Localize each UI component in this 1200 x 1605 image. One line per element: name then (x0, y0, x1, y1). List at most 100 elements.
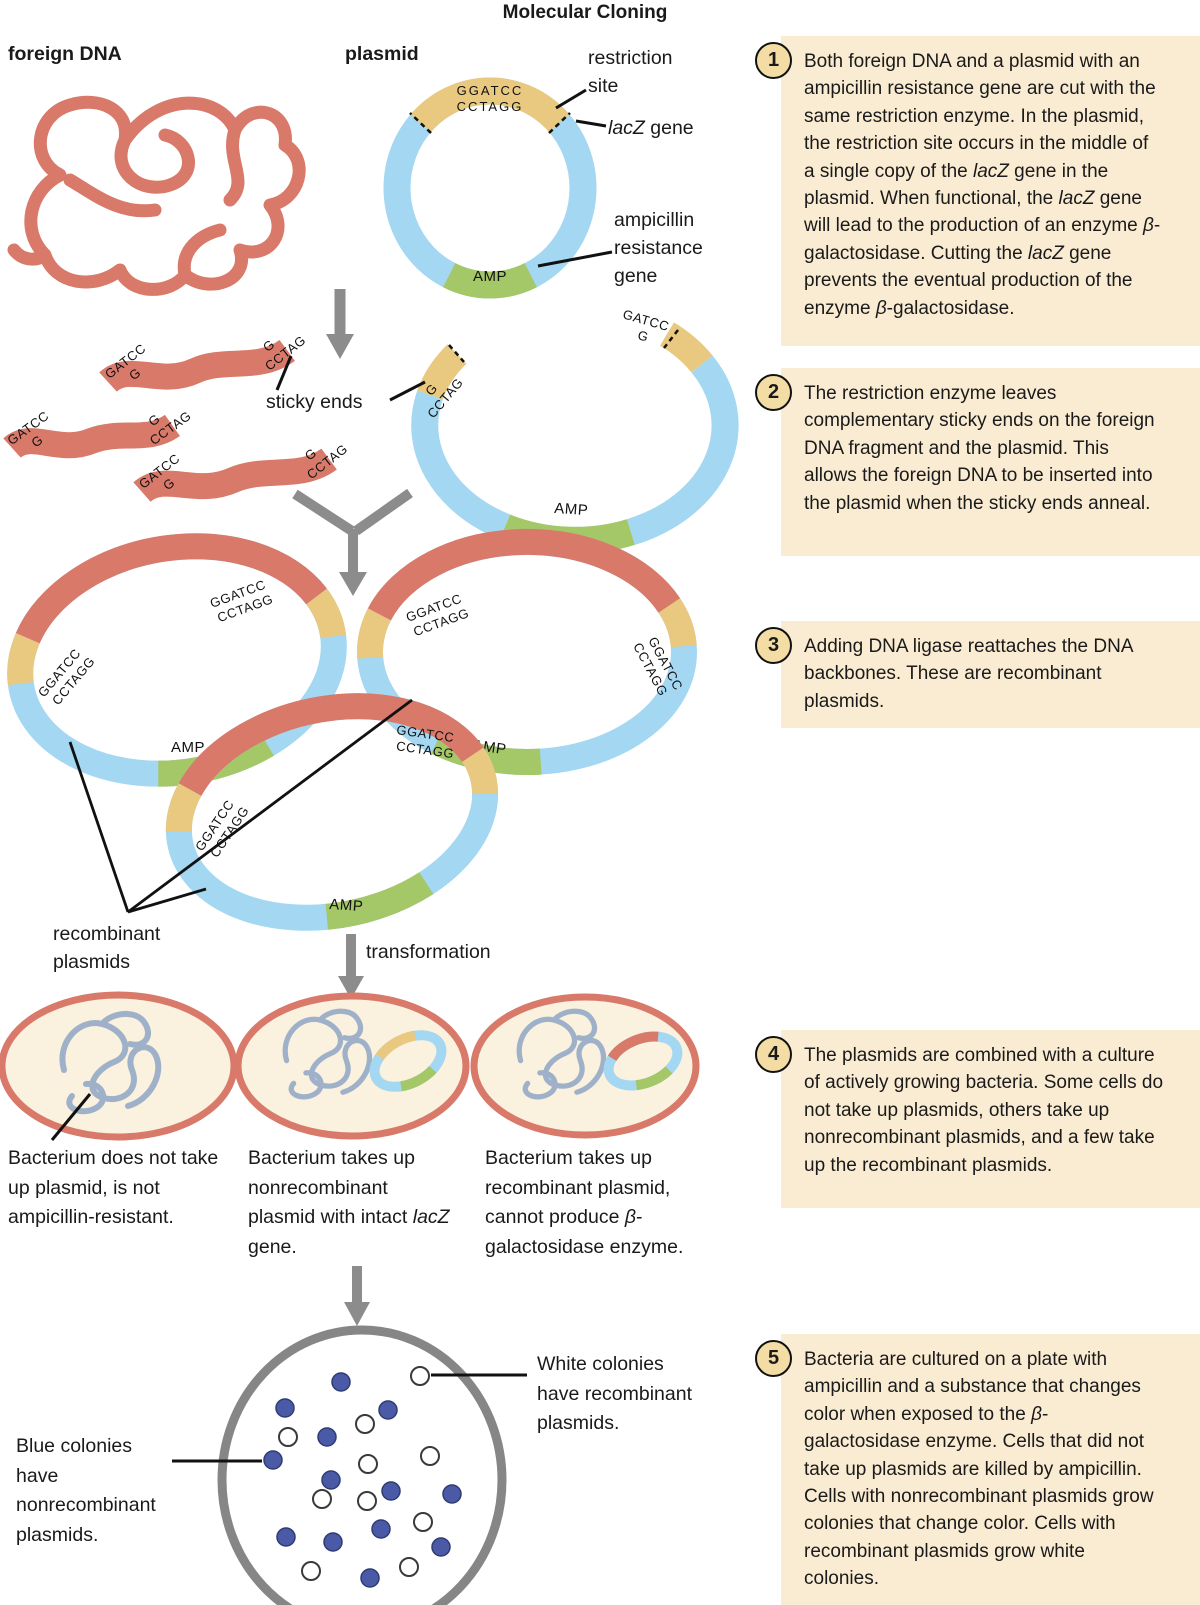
amp-label: AMP (473, 268, 507, 285)
amp-gene-segment (443, 262, 537, 299)
step-number-2: 2 (767, 381, 780, 403)
step-badge-3: 3 (755, 627, 792, 664)
arrow-to-plate (344, 1266, 370, 1326)
foreign-dna-tangle (7, 95, 306, 296)
step1-beta: β (1143, 215, 1154, 237)
step4-seg: The plasmids are combined with a culture… (804, 1045, 1164, 1176)
step2-seg: The restriction enzyme leaves complement… (804, 383, 1155, 514)
foreign-dna-label: foreign DNA (8, 43, 122, 65)
step-box-2: 2 The restriction enzyme leaves compleme… (755, 368, 1200, 556)
step-number-1: 1 (767, 49, 780, 71)
restriction-site-line2: site (588, 75, 619, 97)
white-colonies-line3: plasmids. (537, 1412, 620, 1434)
sticky-ends-label: sticky ends (266, 391, 363, 413)
amp-label: AMP (554, 500, 589, 519)
step-badge-1: 1 (755, 42, 792, 79)
recombinant-line2: plasmids (53, 951, 130, 973)
cut-mark (548, 112, 571, 134)
white-colonies-line2: have recombinant (537, 1382, 693, 1405)
seq-junction-a-left: GGATCC CCTAGG (35, 646, 98, 708)
caption-2-post: gene. (248, 1235, 297, 1258)
blue-colony-dot (360, 1568, 380, 1588)
blue-colonies (263, 1372, 462, 1588)
blue-colony-dot (331, 1372, 351, 1392)
arrow-down-1 (326, 289, 354, 359)
white-colony-dot (358, 1454, 378, 1474)
blue-colony-dot (317, 1427, 337, 1447)
white-colony-dot (301, 1561, 321, 1581)
lacz-gene-label: lacZ gene (608, 114, 694, 142)
white-colony-dot (413, 1512, 433, 1532)
restriction-site-segment (410, 77, 570, 133)
amp-label: AMP (329, 896, 364, 915)
blue-colony-dot (378, 1400, 398, 1420)
caption-3-italic: β (624, 1206, 636, 1228)
ampicillin-line3: gene (614, 265, 658, 287)
molecular-cloning-diagram: GGATCC CCTAGG AMP GATCC G G CCTAG GATCC … (0, 77, 739, 1605)
step-box-1: 1 Both foreign DNA and a plasmid with an… (755, 36, 1200, 346)
restriction-site-pointer (555, 88, 587, 110)
cut-mark (663, 329, 679, 349)
step5-beta: β (1031, 1403, 1042, 1425)
step1-lacz: lacZ (1058, 188, 1095, 210)
recombinant-pointers (68, 698, 413, 914)
caption-3-pre: Bacterium takes up recombinant plasmid, … (485, 1147, 671, 1228)
ampicillin-line1: ampicillin (614, 209, 695, 231)
blue-colony-dot (321, 1470, 341, 1490)
blue-colonies-line4: plasmids. (16, 1523, 99, 1546)
lacz-pointer (575, 119, 607, 128)
arrow-converge (292, 488, 413, 596)
seq-ggatcc: GGATCC (457, 83, 524, 98)
white-colony-dot (312, 1489, 332, 1509)
caption-2-pre: Bacterium takes up nonrecombinant plasmi… (248, 1147, 415, 1228)
white-colonies-label: White colonies have recombinant plasmids… (537, 1350, 692, 1439)
caption-recombinant: Bacterium takes up recombinant plasmid, … (485, 1144, 713, 1262)
step1-seg: gene in the plasmid. When functional, th… (804, 160, 1109, 210)
blue-colony-dot (371, 1519, 391, 1539)
blue-colony-dot (442, 1484, 462, 1504)
white-colony-dot (278, 1427, 298, 1447)
step-number-5: 5 (767, 1347, 780, 1369)
blue-colonies-line1: Blue colonies (16, 1435, 132, 1457)
lacz-italic: lacZ (608, 117, 645, 139)
arrow-transformation (338, 934, 364, 999)
plasmid-intact: GGATCC CCTAGG AMP (383, 77, 597, 299)
restriction-site-label: restriction site (588, 44, 673, 100)
step1-seg: -galactosidase. (886, 297, 1015, 319)
step-box-4: 4 The plasmids are combined with a cultu… (755, 1030, 1200, 1208)
ampicillin-line2: resistance (614, 237, 703, 259)
step-text-5: Bacteria are cultured on a plate with am… (781, 1334, 1200, 1593)
cut-mark (448, 344, 465, 363)
white-colony-dot (410, 1366, 430, 1386)
step1-lacz: lacZ (973, 160, 1009, 182)
sticky-ends-pointer-left (275, 355, 293, 391)
step1-seg: gene prevents the eventual production of… (804, 242, 1133, 319)
bacterium-pointer (50, 1093, 92, 1141)
step1-seg: -galactosidase. Cutting the (804, 215, 1161, 264)
step-badge-4: 4 (755, 1036, 792, 1073)
recombinant-plasmid-c (165, 693, 499, 931)
diagram-title: Molecular Cloning (502, 2, 668, 23)
blue-colony-dot (275, 1398, 295, 1418)
white-colony-dot (357, 1491, 377, 1511)
blue-colonies-line3: nonrecombinant (16, 1494, 156, 1516)
step1-lacz: lacZ (1027, 242, 1064, 264)
mini-plasmid-nonrecombinant (369, 1030, 447, 1092)
seq-cctagg: CCTAGG (457, 99, 524, 114)
step-number-3: 3 (767, 634, 780, 656)
step5-seg: -galactosidase enzyme. Cells that did no… (804, 1403, 1154, 1590)
step-badge-5: 5 (755, 1340, 792, 1377)
amp-label: AMP (171, 739, 205, 756)
step1-seg: Both foreign DNA and a plasmid with an a… (804, 51, 1156, 182)
step5-seg: Bacteria are cultured on a plate with am… (804, 1349, 1141, 1425)
ampicillin-label: ampicillin resistance gene (614, 206, 703, 290)
blue-colony-dot (431, 1537, 451, 1557)
white-colonies-line1: White colonies (537, 1353, 664, 1375)
recombinant-plasmid-a (7, 533, 347, 787)
caption-nonrecombinant: Bacterium takes up nonrecombinant plasmi… (248, 1144, 460, 1262)
recombinant-line1: recombinant (53, 923, 161, 945)
step-box-5: 5 Bacteria are cultured on a plate with … (755, 1334, 1200, 1605)
caption-2-italic: lacZ (412, 1206, 450, 1228)
sticky-ends-pointer-right (389, 380, 426, 402)
lacz-rest: gene (644, 117, 694, 139)
